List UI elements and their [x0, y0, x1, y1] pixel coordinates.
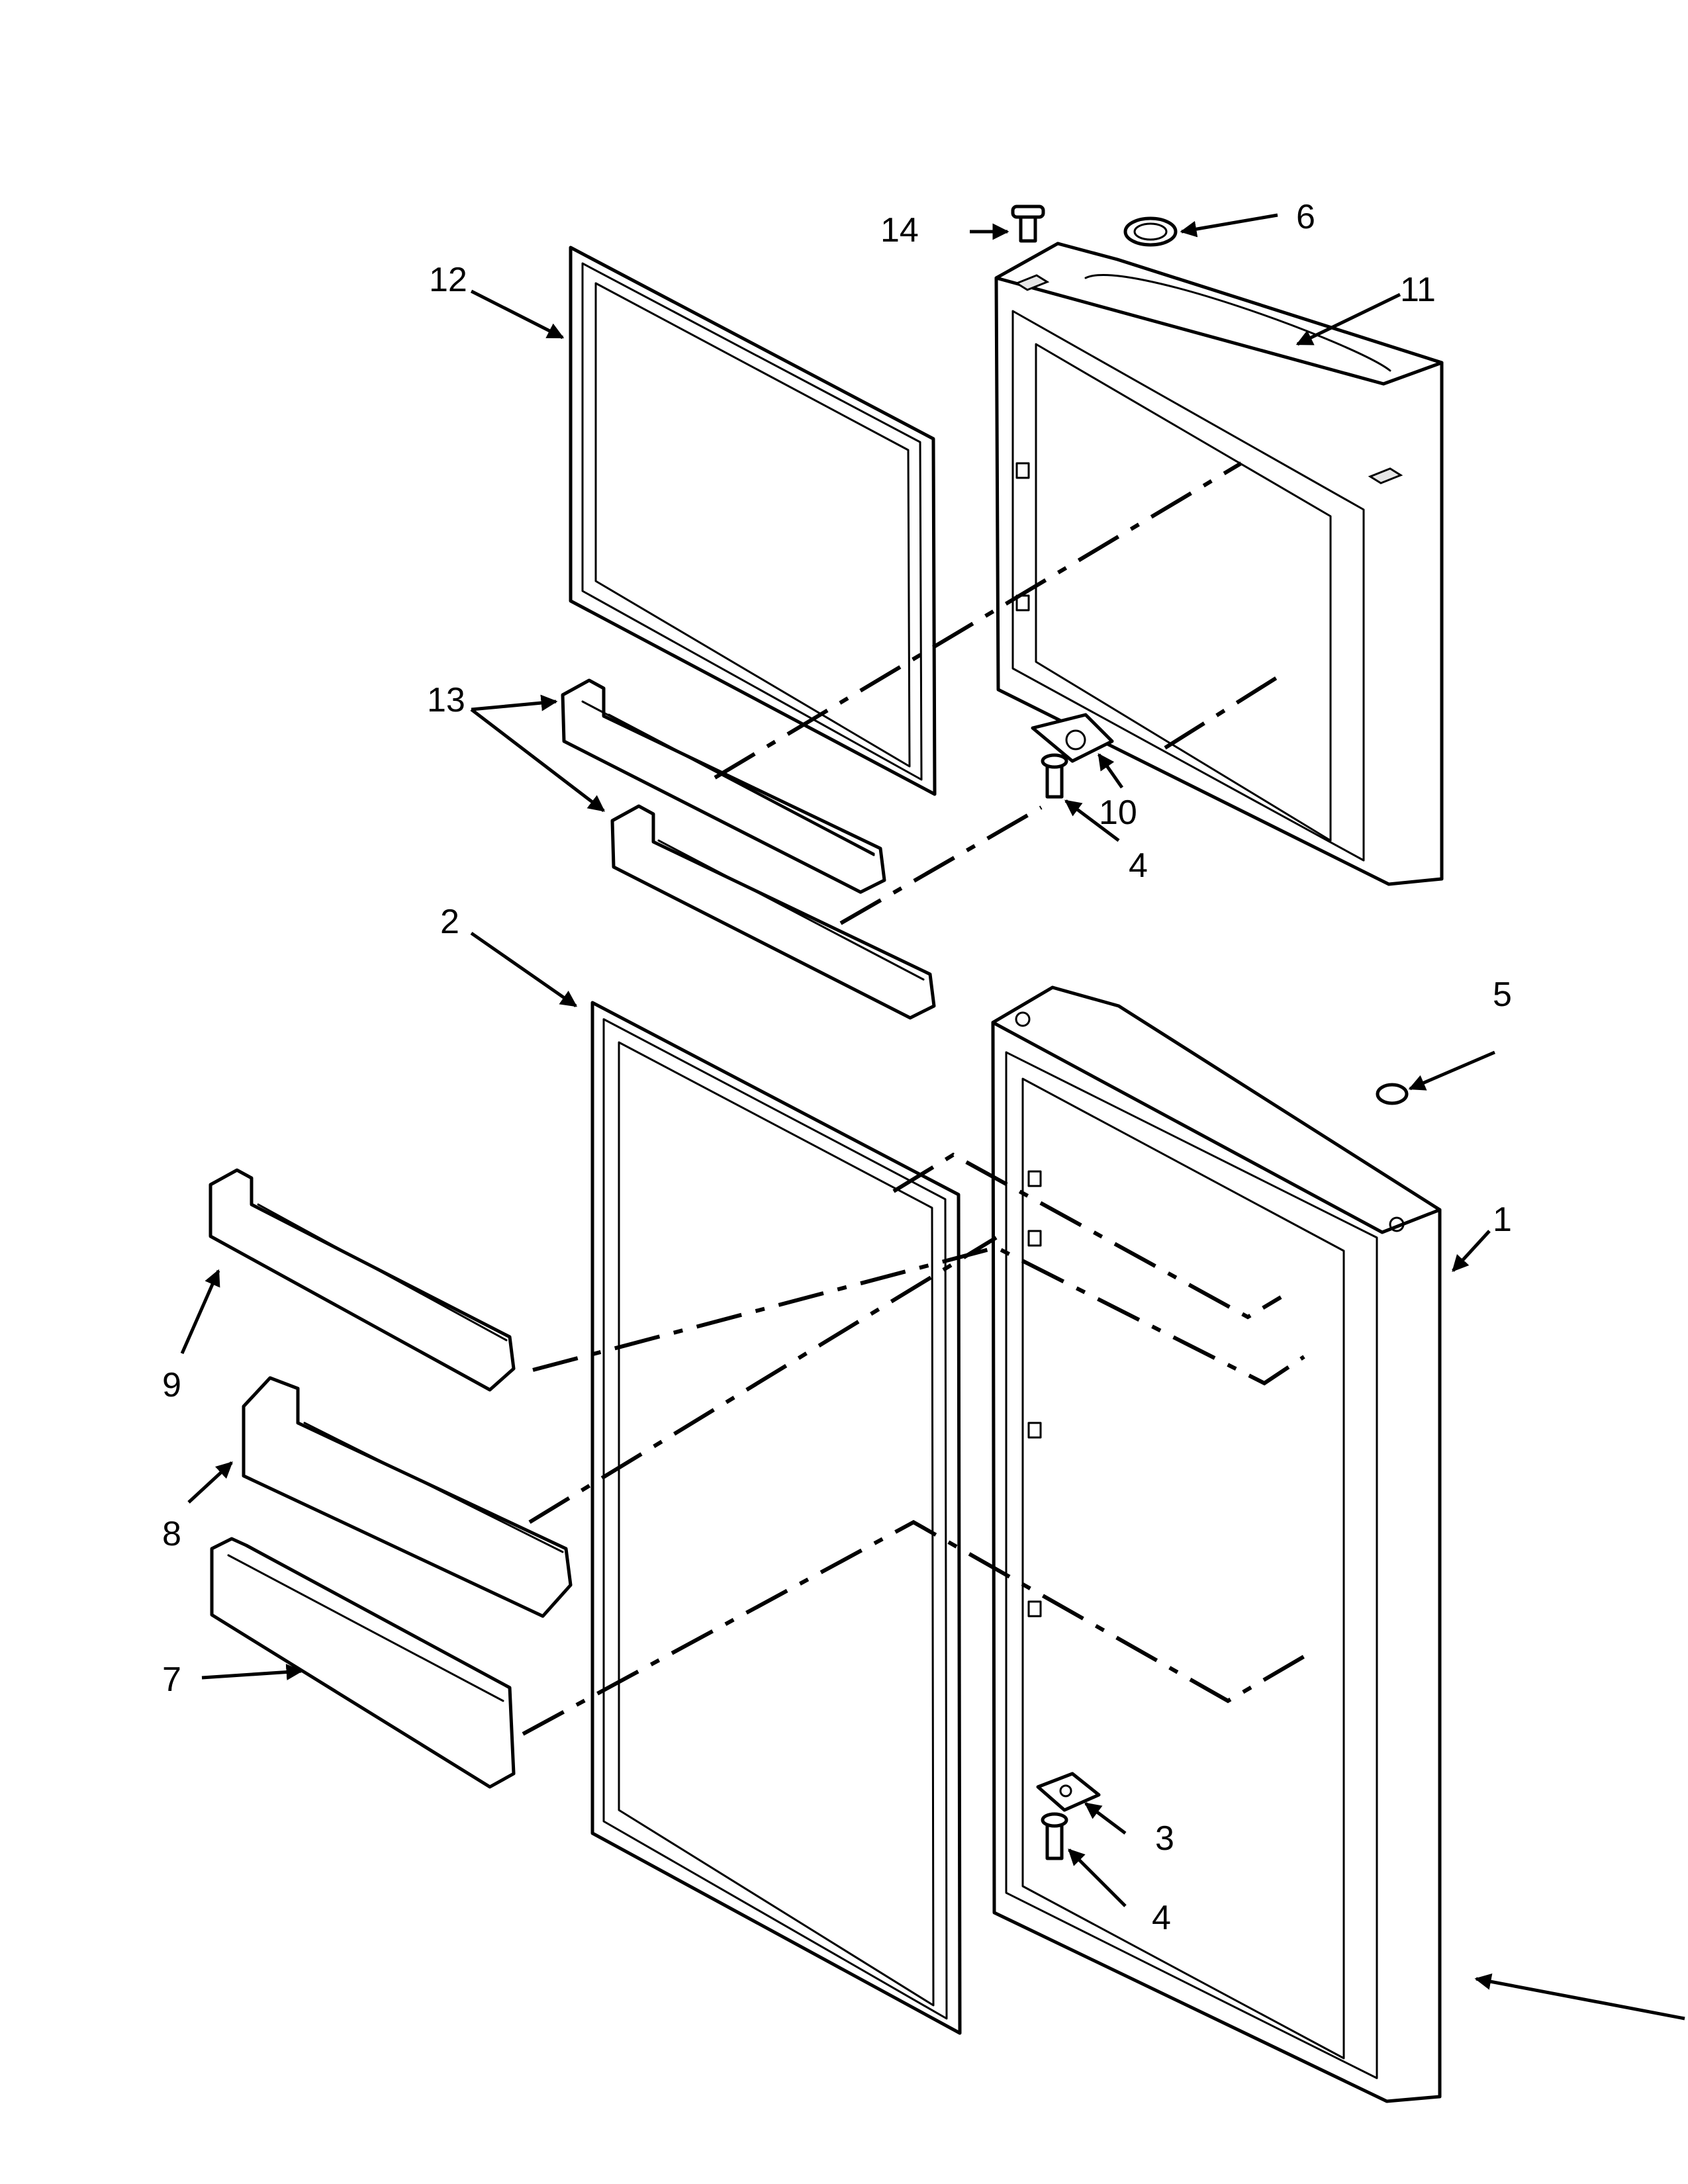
callout-14: 14 — [880, 211, 919, 250]
callout-2: 2 — [440, 903, 459, 941]
freezer-door-bin-upper — [561, 678, 886, 894]
freezer-door-gasket — [569, 246, 937, 796]
callout-3: 3 — [1155, 1819, 1174, 1858]
assembly-lines — [522, 461, 1309, 1736]
screw-4-lower — [1041, 1812, 1068, 1860]
callout-6: 6 — [1296, 198, 1315, 236]
callout-7: 7 — [162, 1661, 181, 1699]
freezer-door — [994, 242, 1444, 886]
fresh-food-door-gasket — [590, 1001, 962, 2035]
fresh-food-door-bin-lower — [210, 1537, 516, 1789]
fresh-food-door-bin-upper — [209, 1168, 516, 1392]
callout-4-lower: 4 — [1152, 1899, 1171, 1937]
callout-8: 8 — [162, 1515, 181, 1553]
callout-4-upper: 4 — [1129, 846, 1148, 885]
callout-1: 1 — [1493, 1201, 1512, 1239]
callout-11: 11 — [1400, 271, 1436, 309]
callout-labels: 14 6 11 12 13 10 4 2 5 1 9 8 7 3 4 — [162, 198, 1512, 1937]
plug-5 — [1376, 1083, 1409, 1105]
callout-5: 5 — [1493, 976, 1512, 1014]
screw-4-upper — [1041, 753, 1068, 799]
bottom-hinge-3 — [1036, 1772, 1101, 1812]
center-hinge-10 — [1031, 713, 1114, 763]
callout-13: 13 — [427, 681, 465, 719]
freezer-door-bin-lower — [610, 804, 936, 1020]
callout-10: 10 — [1099, 794, 1137, 832]
callout-9: 9 — [162, 1366, 181, 1404]
hinge-pin-14 — [1011, 205, 1045, 243]
fresh-food-door — [991, 985, 1442, 2103]
fresh-food-door-bin-middle — [242, 1376, 573, 1618]
leader-arrows — [180, 213, 1685, 2021]
bushing-ring-6 — [1123, 216, 1178, 247]
callout-12: 12 — [429, 261, 467, 299]
